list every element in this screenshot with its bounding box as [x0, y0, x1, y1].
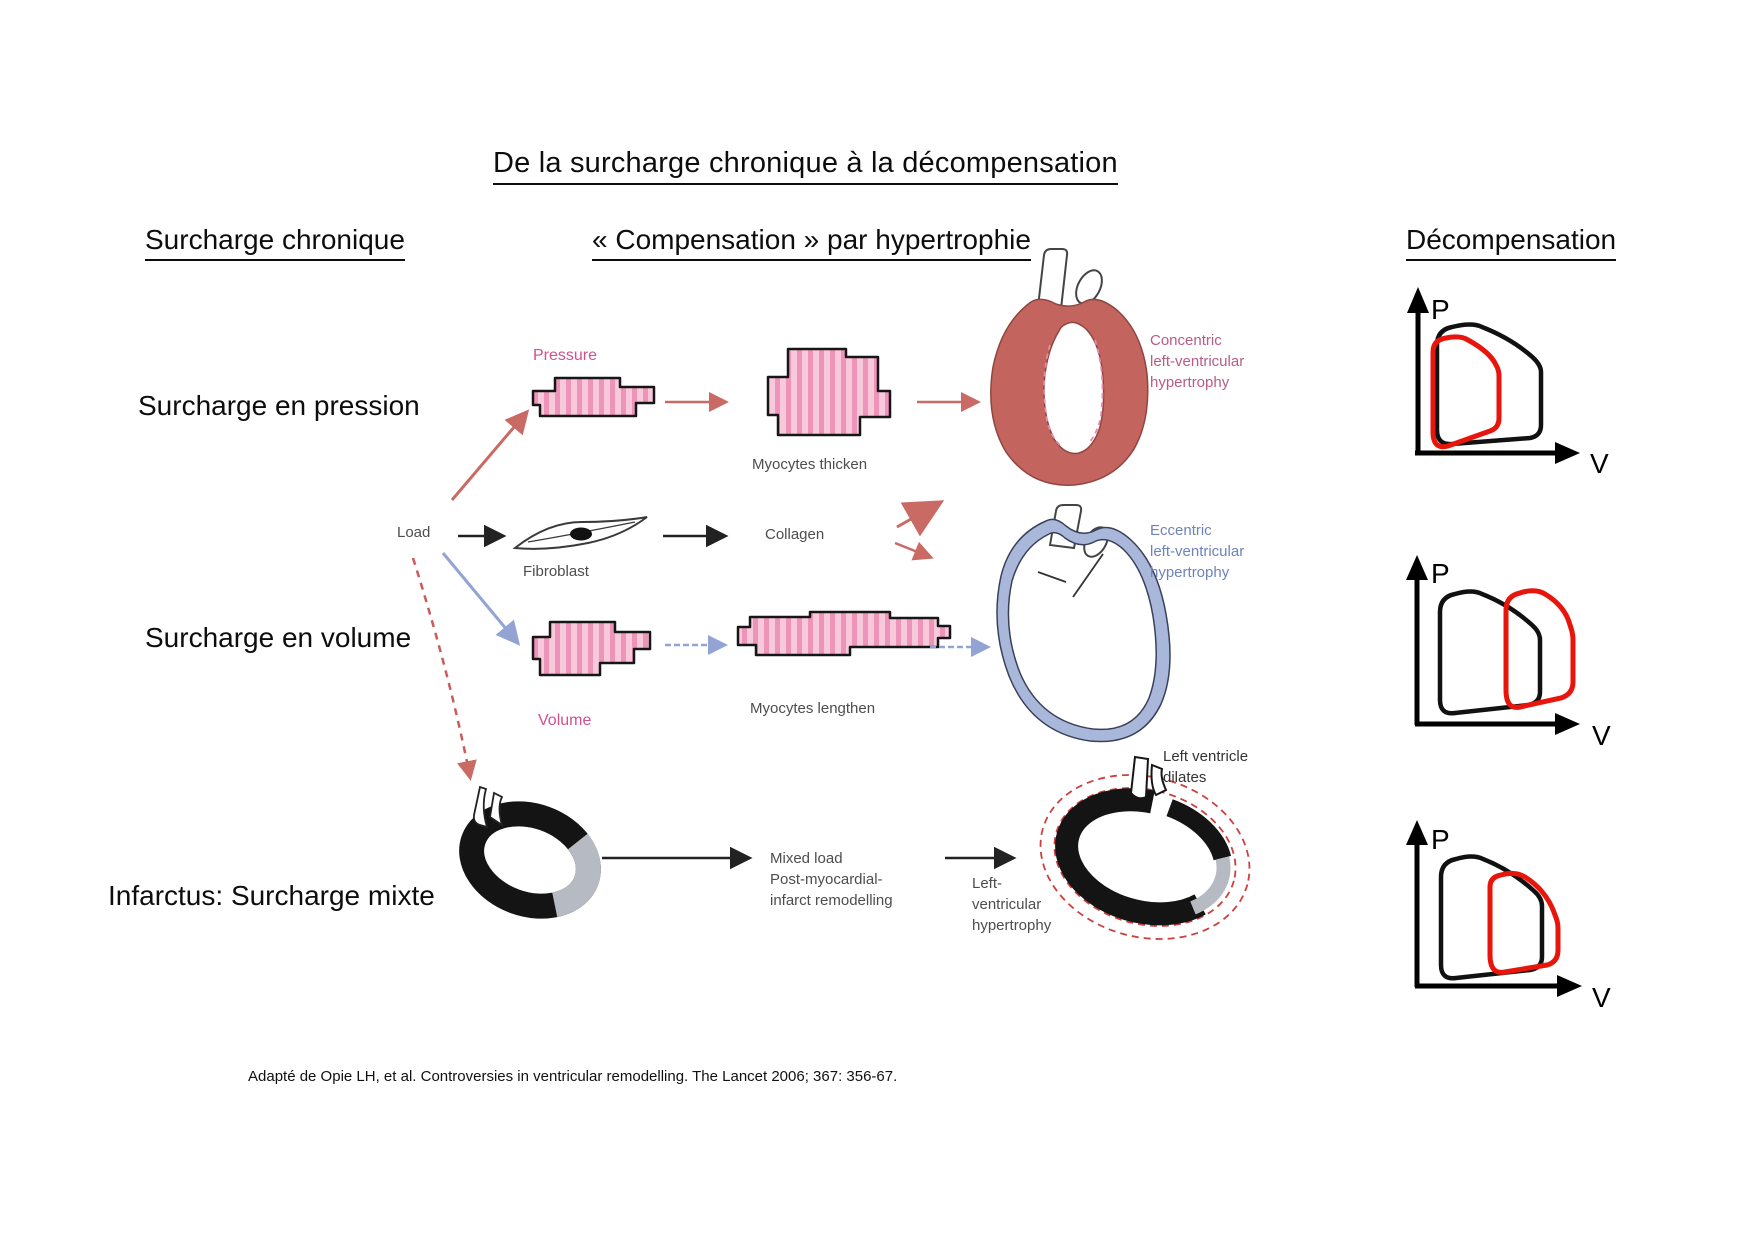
- pressure-label: Pressure: [533, 347, 598, 364]
- myocyte-thickened: [766, 347, 892, 437]
- page-title: De la surcharge chronique à la décompens…: [493, 147, 1118, 185]
- fibroblast-label: Fibroblast: [523, 563, 589, 580]
- p-axis-label-1: P: [1431, 294, 1450, 325]
- citation-text: Adapté de Opie LH, et al. Controversies …: [248, 1068, 898, 1085]
- postinfarct-heart-illustration: [1039, 755, 1251, 940]
- myocytes-thicken-label: Myocytes thicken: [752, 456, 868, 473]
- load-label: Load: [397, 524, 431, 541]
- remodelling-diagram-illustration: [411, 248, 1251, 940]
- row-label-pressure-overload: Surcharge en pression: [138, 390, 420, 421]
- concentric-heart-illustration: [990, 248, 1149, 486]
- column-header-compensation: « Compensation » par hypertrophie: [592, 224, 1031, 261]
- myocyte-volume: [531, 620, 652, 677]
- myocyte-lengthened: [736, 610, 952, 657]
- volume-label: Volume: [538, 712, 592, 729]
- left-ventricle-dilates-label: Left ventricle dilates: [1163, 748, 1249, 786]
- v-axis-label-3: V: [1592, 982, 1611, 1013]
- pv-loops-illustration: [1406, 287, 1582, 997]
- pv-loop-mixed-overload: [1406, 820, 1582, 997]
- collagen-diverging-arrows: [894, 500, 945, 561]
- p-axis-label-2: P: [1431, 558, 1450, 589]
- eccentric-lvh-label: Eccentric left-ventricular hypertrophy: [1150, 522, 1245, 581]
- column-header-decompensation: Décompensation: [1406, 224, 1617, 261]
- v-axis-label-1: V: [1590, 448, 1609, 479]
- lv-hypertrophy-label: Left- ventricular hypertrophy: [972, 875, 1052, 934]
- column-header-surcharge-chronique: Surcharge chronique: [145, 224, 405, 261]
- mixed-load-dashed-arrow: [411, 557, 477, 781]
- pv-loop-pressure-overload: [1407, 287, 1580, 464]
- myocytes-lengthen-label: Myocytes lengthen: [750, 700, 876, 717]
- fibroblast-illustration: [512, 516, 648, 550]
- row-label-volume-overload: Surcharge en volume: [145, 622, 412, 653]
- load-arrows: [411, 409, 530, 781]
- row-label-infarct-mixed-overload: Infarctus: Surcharge mixte: [108, 880, 435, 911]
- concentric-lvh-label: Concentric left-ventricular hypertrophy: [1150, 332, 1245, 391]
- collagen-label: Collagen: [765, 526, 825, 543]
- pv-loop-volume-overload: [1406, 555, 1580, 735]
- p-axis-label-3: P: [1431, 824, 1450, 855]
- v-axis-label-2: V: [1592, 720, 1611, 751]
- eccentric-heart-illustration: [996, 504, 1171, 743]
- mixed-load-label: Mixed load Post-myocardial- infarct remo…: [770, 850, 893, 909]
- myocyte-pressure: [531, 376, 656, 418]
- infarct-ring-illustration: [459, 785, 601, 919]
